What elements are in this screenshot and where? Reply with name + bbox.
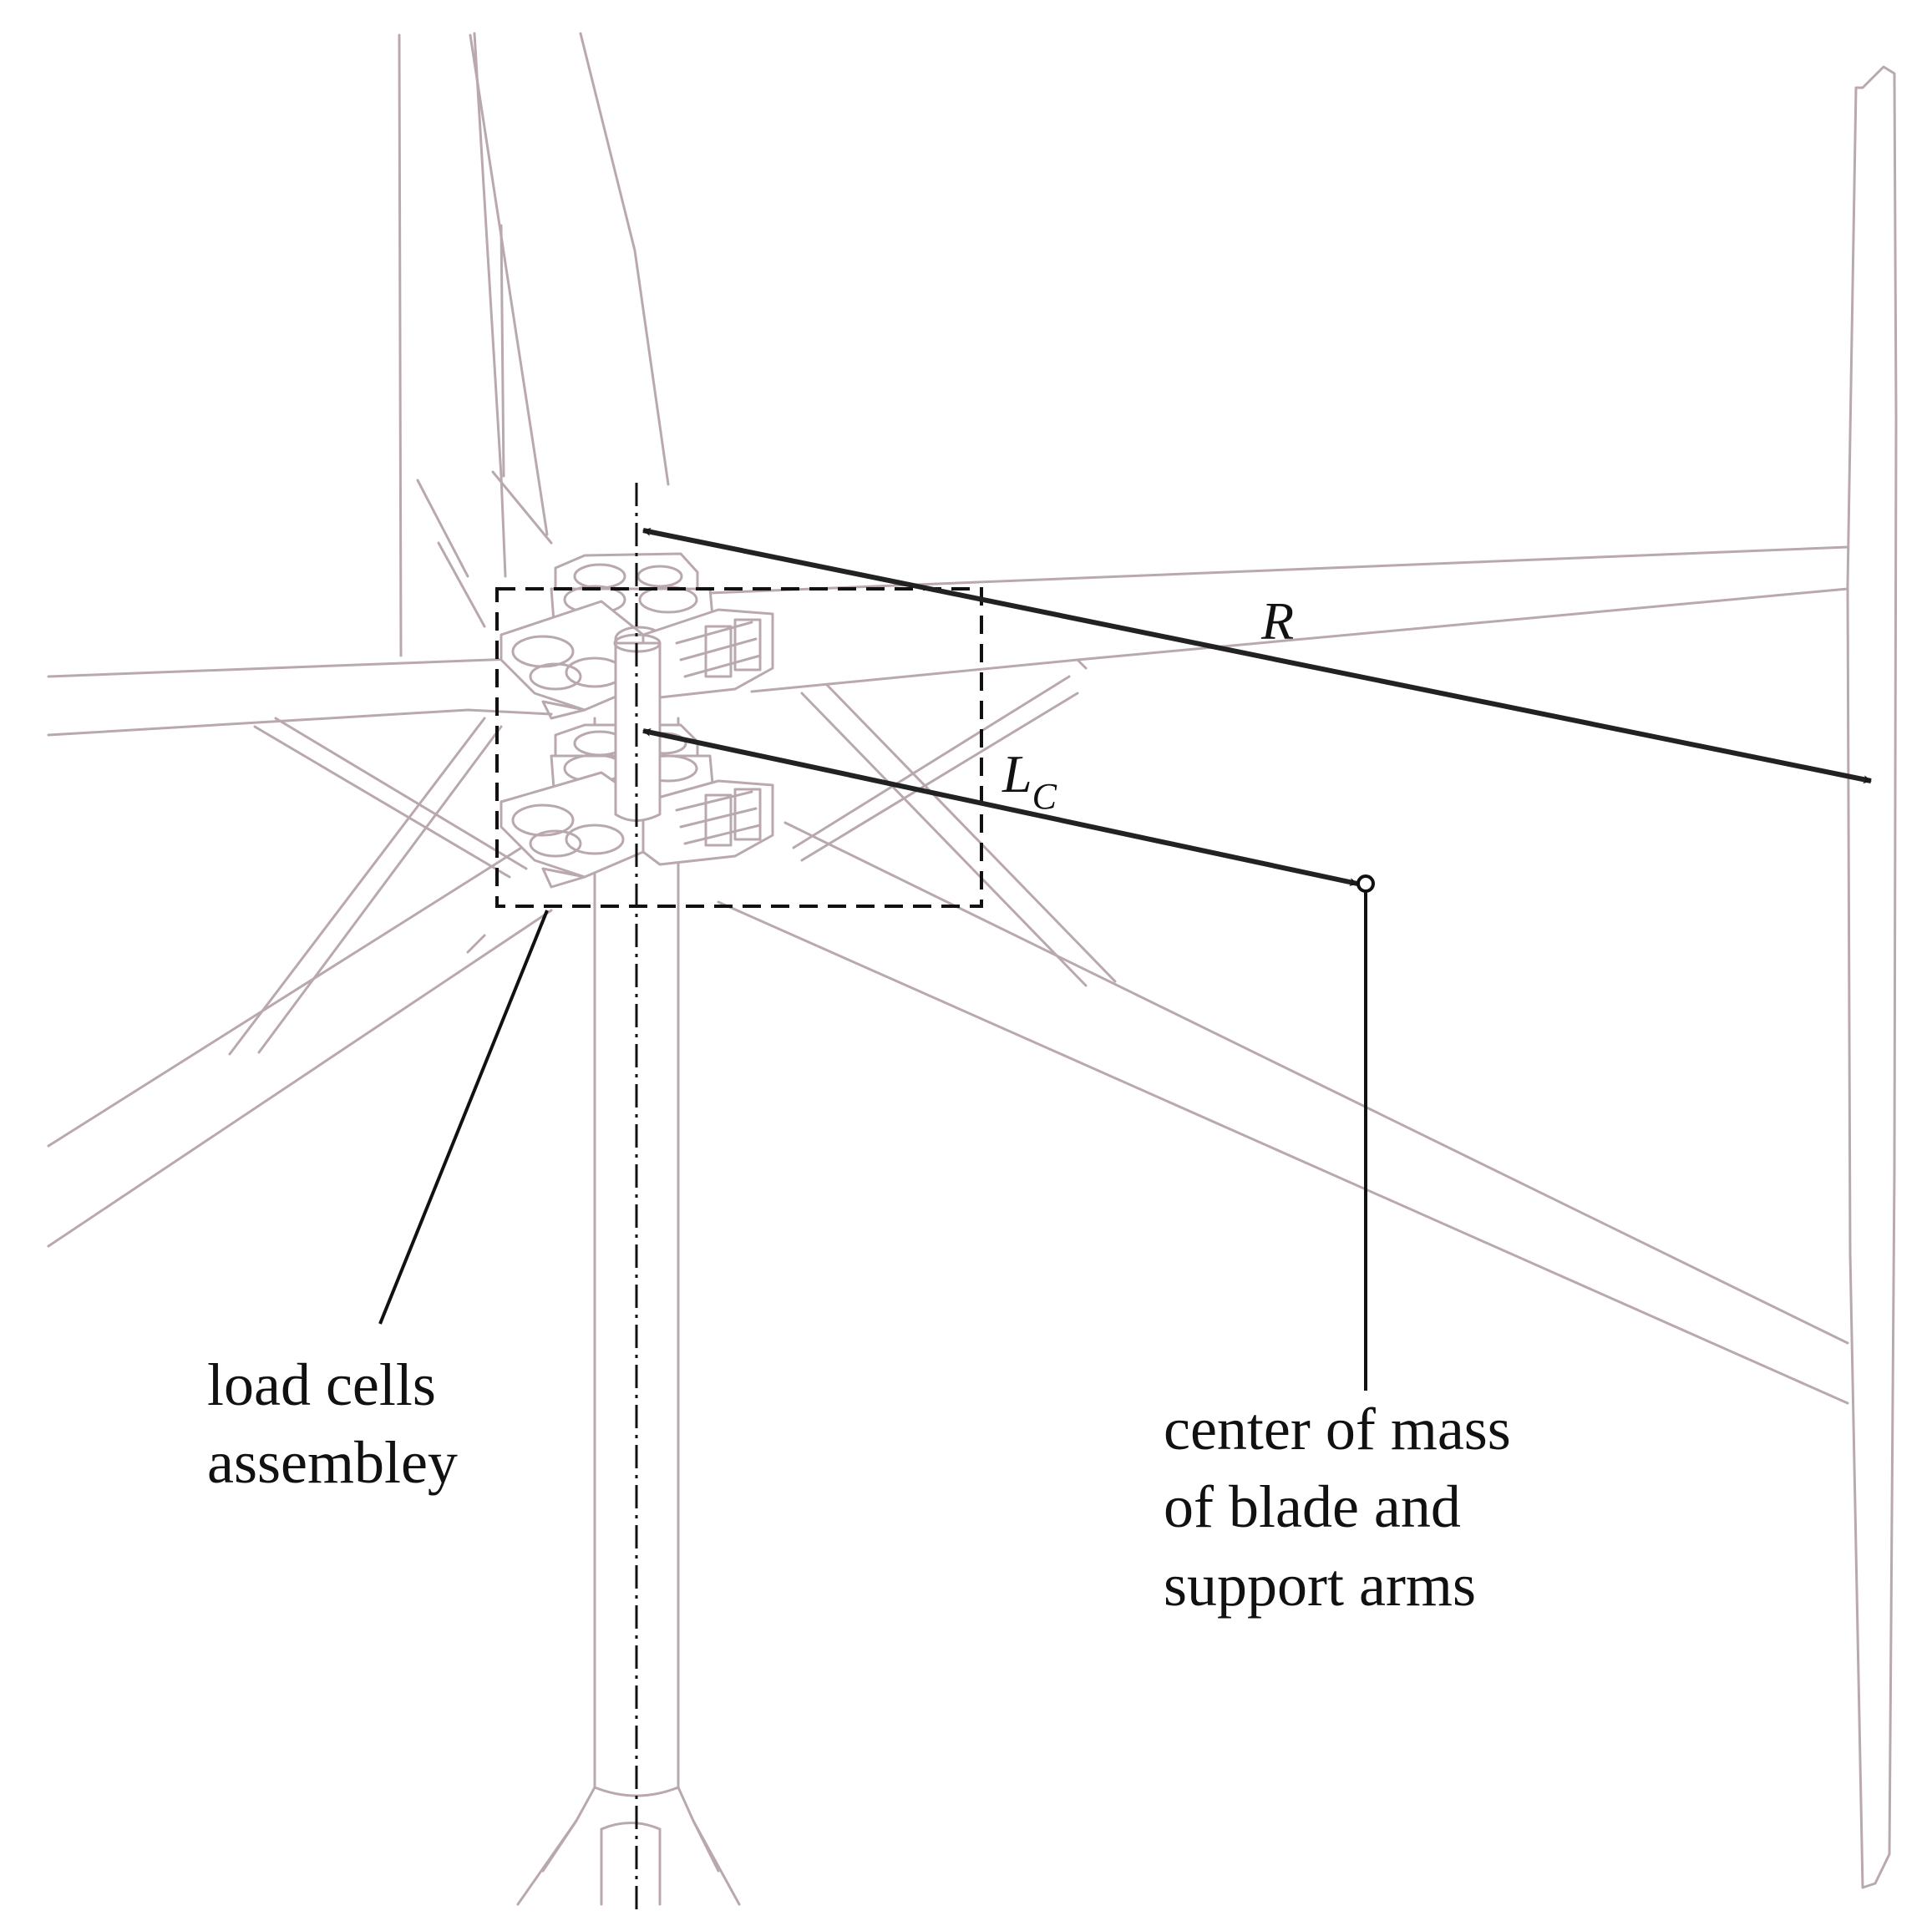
load-cells-label-line-1: load cells xyxy=(207,1351,436,1418)
load-cells-leader xyxy=(378,910,549,1325)
cm-distance-subscript: C xyxy=(1032,776,1057,817)
turbine-structure xyxy=(47,32,1898,1906)
cm-distance-label: LC xyxy=(1001,744,1057,817)
center-of-mass-label-line-3: support arms xyxy=(1164,1552,1476,1619)
load-cells-label-line-2: assembley xyxy=(207,1429,458,1496)
center-of-mass-label-line-1: center of mass xyxy=(1164,1396,1511,1462)
radius-dimension-arrow xyxy=(642,527,1872,784)
cm-distance-dimension-arrow xyxy=(642,727,1358,887)
left-blade xyxy=(398,32,507,657)
center-of-mass-label-line-2: of blade and xyxy=(1164,1473,1461,1540)
tower xyxy=(516,717,741,1906)
left-struts xyxy=(253,479,528,879)
radius-label: R xyxy=(1260,591,1294,651)
horizontal-arm-left xyxy=(47,656,553,737)
upper-arm xyxy=(469,32,670,545)
right-blade xyxy=(1846,65,1898,1889)
right-struts xyxy=(792,675,1117,987)
lower-left-arms xyxy=(47,717,553,1248)
horizontal-arm-right xyxy=(667,545,1849,693)
cm-distance-symbol: L xyxy=(1001,744,1032,803)
load-cells-label: load cells assembley xyxy=(207,1351,458,1496)
lower-right-arm xyxy=(717,821,1849,1405)
annotations: R LC load cells assembley center of mass… xyxy=(207,483,1872,1913)
center-of-mass-marker xyxy=(1356,874,1375,893)
center-of-mass-label: center of mass of blade and support arms xyxy=(1164,1396,1526,1619)
